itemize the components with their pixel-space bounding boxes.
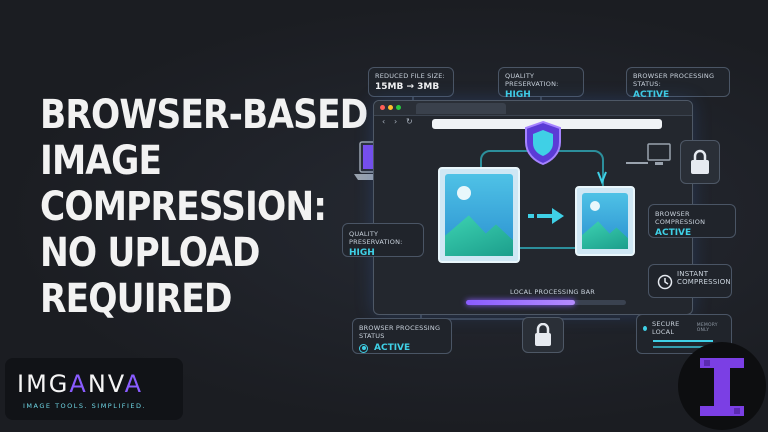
compression-label: BROWSER COMPRESSION	[655, 210, 706, 226]
brand-wordmark: IMGANVA	[17, 370, 143, 398]
forward-icon: ›	[394, 117, 398, 126]
headline-line-4: NO UPLOAD	[40, 230, 260, 276]
headline: BROWSER-BASED IMAGE COMPRESSION: NO UPLO…	[40, 92, 368, 322]
status-bottom-value: ACTIVE	[374, 343, 411, 353]
image-frame	[445, 174, 513, 256]
lock-icon	[691, 149, 709, 174]
compression-panel: BROWSER COMPRESSION ACTIVE	[648, 204, 736, 238]
arrow-right-icon	[528, 208, 564, 224]
brand-accent-2: A	[124, 370, 144, 398]
arrow-down-icon	[597, 171, 607, 185]
connector-line	[420, 318, 620, 320]
headline-line-1: BROWSER-BASED	[40, 92, 368, 138]
file-size-value: 15MB → 3MB	[375, 82, 440, 92]
instant-line-2: COMPRESSION	[677, 278, 731, 286]
sun-shape	[457, 186, 471, 200]
status-bottom-panel: BROWSER PROCESSING STATUS ACTIVE	[352, 318, 452, 354]
quality-top-label: QUALITY PRESERVATION:	[505, 72, 559, 88]
brand-mid: NV	[87, 370, 125, 398]
mountain-shape	[582, 221, 628, 249]
quality-top-value: HIGH	[505, 90, 531, 100]
progress-fill	[466, 300, 575, 305]
lock-box-top	[680, 140, 720, 184]
brand-logo: IMGANVA IMAGE TOOLS. SIMPLIFIED.	[5, 358, 183, 420]
brand-i-icon	[700, 358, 744, 416]
headline-line-2: IMAGE	[40, 138, 162, 184]
secure-dot-icon	[643, 325, 648, 331]
compression-value: ACTIVE	[655, 228, 692, 238]
status-top-label: BROWSER PROCESSING STATUS:	[633, 72, 715, 88]
mountain-shape	[445, 215, 513, 256]
clock-icon	[657, 274, 673, 290]
instant-panel: INSTANT COMPRESSION	[648, 264, 732, 298]
status-top-panel: BROWSER PROCESSING STATUS: ACTIVE	[626, 67, 730, 100]
maximize-dot	[396, 105, 401, 110]
headline-line-3: COMPRESSION:	[40, 184, 327, 230]
reload-icon: ↻	[406, 117, 413, 126]
brand-badge	[678, 342, 766, 430]
brand-accent: A	[69, 370, 88, 398]
status-dot-icon	[359, 343, 368, 353]
secure-panel: SECURE LOCAL MEMORY ONLY	[636, 314, 732, 354]
status-bottom-label: BROWSER PROCESSING STATUS	[359, 324, 441, 340]
monitor-icon	[626, 143, 671, 165]
secure-label: SECURE LOCAL	[652, 320, 680, 336]
secure-sublabel: MEMORY ONLY	[696, 323, 718, 333]
quality-top-panel: QUALITY PRESERVATION: HIGH	[498, 67, 584, 100]
instant-line-1: INSTANT	[677, 270, 709, 278]
quality-left-panel: QUALITY PRESERVATION: HIGH	[342, 223, 424, 258]
shield-icon	[525, 120, 561, 166]
minimize-dot	[388, 105, 393, 110]
lock-icon	[535, 323, 551, 346]
lock-box-bottom	[522, 317, 564, 353]
status-top-value: ACTIVE	[633, 90, 670, 100]
browser-tab	[416, 103, 506, 114]
compressed-image-icon	[575, 186, 635, 256]
secure-bar	[653, 346, 705, 348]
headline-line-5: REQUIRED	[40, 276, 232, 322]
file-size-label: REDUCED FILE SIZE:	[375, 72, 445, 80]
quality-left-label: QUALITY PRESERVATION:	[349, 230, 403, 246]
image-file-icon	[438, 167, 520, 263]
back-icon: ‹	[382, 117, 386, 126]
sun-shape	[590, 201, 600, 211]
brand-pre: IMG	[17, 370, 70, 398]
secure-bar	[653, 340, 713, 342]
local-processing-bar	[466, 300, 626, 305]
close-dot	[380, 105, 385, 110]
image-frame	[582, 193, 628, 249]
file-size-panel: REDUCED FILE SIZE: 15MB → 3MB	[368, 67, 454, 97]
quality-left-value: HIGH	[349, 248, 375, 258]
progress-label: LOCAL PROCESSING BAR	[510, 288, 595, 296]
brand-tagline: IMAGE TOOLS. SIMPLIFIED.	[23, 402, 147, 410]
browser-tab-bar	[374, 101, 692, 116]
